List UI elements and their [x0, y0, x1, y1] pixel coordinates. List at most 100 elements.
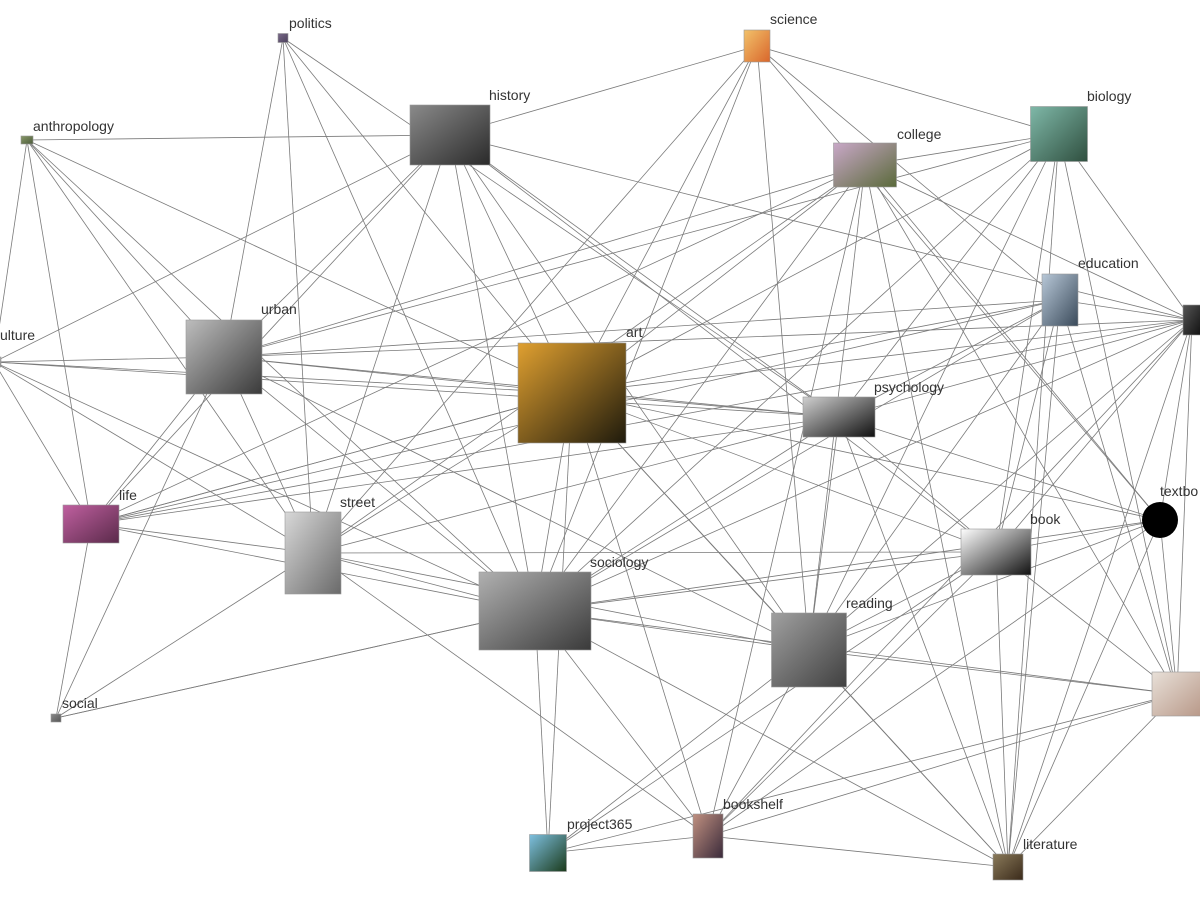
node-book-thumbnail	[960, 528, 1032, 576]
edge-art-book	[571, 392, 997, 553]
node-book[interactable]: book	[960, 511, 1061, 576]
node-bookshelf-thumbnail	[692, 813, 724, 859]
node-college-label: college	[897, 126, 942, 142]
node-textbook-marker	[1142, 502, 1178, 538]
edge-psychology-reading	[808, 416, 840, 651]
edge-education-reading	[808, 299, 1061, 651]
edge-biology-college	[864, 133, 1060, 166]
node-psychology[interactable]: psychology	[802, 379, 944, 438]
node-social[interactable]: social	[50, 695, 98, 723]
node-college[interactable]: college	[833, 126, 942, 188]
edge-biology-rightupper	[1058, 133, 1193, 321]
edge-life-street	[90, 523, 314, 554]
edge-life-rightupper	[90, 319, 1193, 525]
edge-anthropology-sociology	[26, 139, 536, 612]
edge-textbook-reading	[808, 519, 1161, 651]
edge-textbook-literature	[1007, 519, 1161, 868]
edge-history-reading	[449, 134, 810, 651]
node-education-label: education	[1078, 255, 1139, 271]
node-rightlower[interactable]	[1151, 671, 1200, 717]
node-rightupper[interactable]	[1182, 304, 1200, 336]
edge-psychology-textbook	[838, 416, 1161, 521]
edge-history-life	[90, 134, 451, 525]
edge-education-art	[571, 299, 1061, 394]
node-college-thumbnail	[833, 142, 897, 188]
node-literature[interactable]: literature	[992, 836, 1078, 881]
edge-science-education	[756, 45, 1061, 301]
node-science[interactable]: science	[743, 11, 818, 63]
edge-politics-urban	[223, 37, 284, 358]
node-education-thumbnail	[1041, 273, 1079, 327]
edge-history-anthropology	[26, 134, 451, 141]
node-reading[interactable]: reading	[771, 595, 893, 688]
node-culture-thumbnail	[0, 356, 2, 368]
edge-politics-art	[282, 37, 573, 394]
node-culture[interactable]: ulture	[0, 327, 35, 368]
node-bookshelf[interactable]: bookshelf	[692, 796, 783, 859]
node-sociology[interactable]: sociology	[478, 554, 648, 651]
edge-anthropology-life	[26, 139, 92, 525]
edge-history-street	[312, 134, 451, 554]
edge-sociology-rightlower	[534, 610, 1178, 695]
edge-education-urban	[223, 299, 1061, 358]
node-life[interactable]: life	[62, 487, 137, 544]
edge-bookshelf-rightlower	[707, 693, 1178, 837]
edge-college-bookshelf	[707, 164, 866, 837]
edge-science-street	[312, 45, 758, 554]
node-reading-label: reading	[846, 595, 893, 611]
node-textbook[interactable]: textbo	[1142, 483, 1198, 538]
node-science-thumbnail	[743, 29, 771, 63]
node-project365-thumbnail	[529, 834, 567, 872]
node-biology[interactable]: biology	[1030, 88, 1132, 162]
edge-education-psychology	[838, 299, 1061, 418]
node-project365[interactable]: project365	[529, 816, 633, 872]
edge-education-rightupper	[1059, 299, 1193, 321]
node-art-thumbnail	[517, 342, 627, 444]
edge-textbook-bookshelf	[707, 519, 1161, 837]
edge-urban-rightupper	[223, 319, 1193, 358]
edge-biology-book	[995, 133, 1060, 553]
node-life-thumbnail	[62, 504, 120, 544]
node-biology-thumbnail	[1030, 106, 1088, 162]
edge-biology-art	[571, 133, 1060, 394]
edge-social-sociology	[55, 610, 536, 719]
edge-education-book	[995, 299, 1061, 553]
node-urban-label: urban	[261, 301, 297, 317]
nodes-layer: politics science history anthropology biolog…	[0, 11, 1200, 881]
node-art[interactable]: art	[517, 324, 642, 444]
edge-education-literature	[1007, 299, 1061, 868]
node-art-label: art	[626, 324, 642, 340]
edge-culture-urban	[0, 356, 225, 363]
edge-culture-psychology	[0, 361, 840, 418]
node-bookshelf-label: bookshelf	[723, 796, 783, 812]
edge-history-sociology	[449, 134, 536, 612]
edge-book-rightlower	[995, 551, 1178, 695]
edge-street-bookshelf	[312, 552, 709, 837]
edge-psychology-rightupper	[838, 319, 1193, 418]
edge-book-bookshelf	[707, 551, 997, 837]
node-street[interactable]: street	[284, 494, 375, 595]
edge-biology-rightlower	[1058, 133, 1178, 695]
edge-biology-psychology	[838, 133, 1060, 418]
edge-culture-street	[0, 365, 314, 554]
edge-art-bookshelf	[571, 392, 709, 837]
edge-college-rightupper	[864, 164, 1193, 321]
edge-politics-sociology	[282, 37, 536, 612]
node-science-label: science	[770, 11, 818, 27]
edge-project365-bookshelf	[547, 835, 709, 854]
node-history[interactable]: history	[409, 87, 530, 166]
node-life-label: life	[119, 487, 137, 503]
node-urban[interactable]: urban	[185, 301, 297, 395]
node-literature-label: literature	[1023, 836, 1078, 852]
edge-textbook-rightupper	[1159, 319, 1193, 521]
edge-sociology-book	[534, 551, 997, 612]
edge-sociology-rightupper	[534, 319, 1193, 612]
edge-book-project365	[547, 551, 997, 854]
edge-science-history	[449, 45, 758, 136]
node-anthropology[interactable]: anthropology	[20, 118, 114, 145]
node-education[interactable]: education	[1041, 255, 1139, 327]
node-politics[interactable]: politics	[277, 15, 332, 43]
edge-college-life	[90, 164, 866, 525]
node-street-thumbnail	[284, 511, 342, 595]
